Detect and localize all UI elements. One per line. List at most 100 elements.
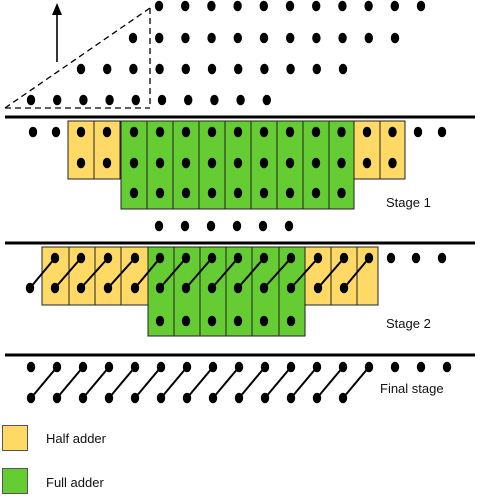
bit-dot — [339, 252, 349, 264]
bit-dot — [76, 157, 86, 169]
bit-dot — [207, 282, 217, 294]
half-adder-box — [379, 120, 406, 180]
carry-link — [238, 366, 266, 399]
bit-dot — [129, 187, 139, 199]
bit-dot — [26, 361, 36, 373]
bit-dot — [262, 94, 271, 106]
bit-dot — [155, 126, 165, 138]
bit-dot — [259, 252, 269, 264]
bit-dot — [233, 0, 242, 12]
bit-dot — [286, 315, 296, 327]
bit-dot — [442, 361, 452, 373]
bit-dot — [337, 187, 346, 199]
carry-link — [134, 366, 162, 399]
bit-dot — [181, 32, 190, 44]
bit-dot — [364, 252, 374, 264]
bit-dot — [258, 220, 268, 232]
bit-dot — [105, 94, 114, 106]
bit-dot — [285, 157, 295, 169]
bit-dot — [364, 361, 374, 373]
bit-dot — [104, 392, 114, 404]
half-adder-swatch — [2, 425, 28, 451]
bit-dot — [337, 126, 346, 138]
bit-dot — [437, 252, 447, 264]
bit-dot — [259, 32, 269, 44]
bit-dot — [53, 94, 62, 106]
up-arrow — [52, 3, 62, 62]
carry-link — [212, 366, 240, 399]
bit-dot — [364, 0, 373, 12]
bit-dot — [312, 32, 321, 44]
bit-dot — [388, 157, 397, 169]
bit-dot — [286, 392, 296, 404]
bit-dot — [259, 187, 269, 199]
bit-dot — [155, 315, 165, 327]
bit-dot — [129, 126, 139, 138]
bit-dot — [102, 157, 112, 169]
bit-dot — [390, 0, 399, 12]
bit-dot — [50, 252, 60, 264]
bit-dot — [338, 361, 348, 373]
bit-dot — [131, 94, 140, 106]
bit-dot — [103, 282, 113, 294]
bit-dot — [286, 282, 296, 294]
bit-dot — [259, 282, 269, 294]
carry-link — [264, 366, 292, 399]
carry-link — [343, 257, 370, 289]
bit-dot — [76, 282, 86, 294]
carry-link — [82, 366, 110, 399]
bit-dot — [156, 361, 166, 373]
carry-link — [56, 366, 84, 399]
bit-dot — [388, 126, 397, 138]
carry-link — [186, 366, 214, 399]
full-adder-swatch — [2, 468, 28, 494]
final-stage-label: Final stage — [380, 381, 444, 396]
bit-dot — [181, 315, 191, 327]
bit-dot — [338, 392, 348, 404]
bit-dot — [76, 126, 86, 138]
bit-dot — [259, 315, 269, 327]
bit-dot — [208, 361, 218, 373]
bit-dot — [233, 315, 243, 327]
carry-link — [263, 257, 292, 289]
bit-dot — [103, 63, 112, 75]
bit-dot — [181, 63, 190, 75]
half-adder-box — [120, 246, 149, 306]
bit-dot — [207, 63, 217, 75]
bit-dot — [286, 32, 295, 44]
bit-dot — [260, 361, 270, 373]
carry-link — [185, 257, 213, 289]
bit-dot — [362, 126, 372, 138]
bit-dot — [207, 126, 217, 138]
bit-dot — [285, 187, 295, 199]
bit-dot — [259, 0, 268, 12]
carry-link — [159, 257, 187, 289]
bit-dot — [236, 94, 245, 106]
bit-dot — [233, 126, 243, 138]
bit-dot — [26, 94, 36, 106]
bit-dot — [210, 94, 219, 106]
bit-dot — [234, 392, 244, 404]
partial-product-triangle — [4, 7, 151, 109]
bit-dot — [130, 361, 140, 373]
bit-dot — [364, 32, 373, 44]
bit-dot — [129, 63, 138, 75]
separator-lines — [5, 115, 475, 357]
bit-dot — [154, 220, 164, 232]
bit-dot — [207, 157, 217, 169]
bit-dot — [259, 126, 269, 138]
carry-link — [29, 257, 56, 289]
bit-dot — [362, 157, 372, 169]
bit-dot — [52, 361, 62, 373]
bit-dot — [130, 282, 140, 294]
bit-dot — [286, 252, 296, 264]
bit-dot — [285, 0, 295, 12]
bit-dot — [102, 126, 112, 138]
bit-dot — [155, 157, 165, 169]
bit-dot — [52, 392, 62, 404]
bit-dot — [130, 252, 140, 264]
bit-dot — [286, 63, 295, 75]
bit-dot — [51, 126, 61, 138]
carry-link — [316, 366, 344, 399]
bit-dot — [155, 282, 165, 294]
